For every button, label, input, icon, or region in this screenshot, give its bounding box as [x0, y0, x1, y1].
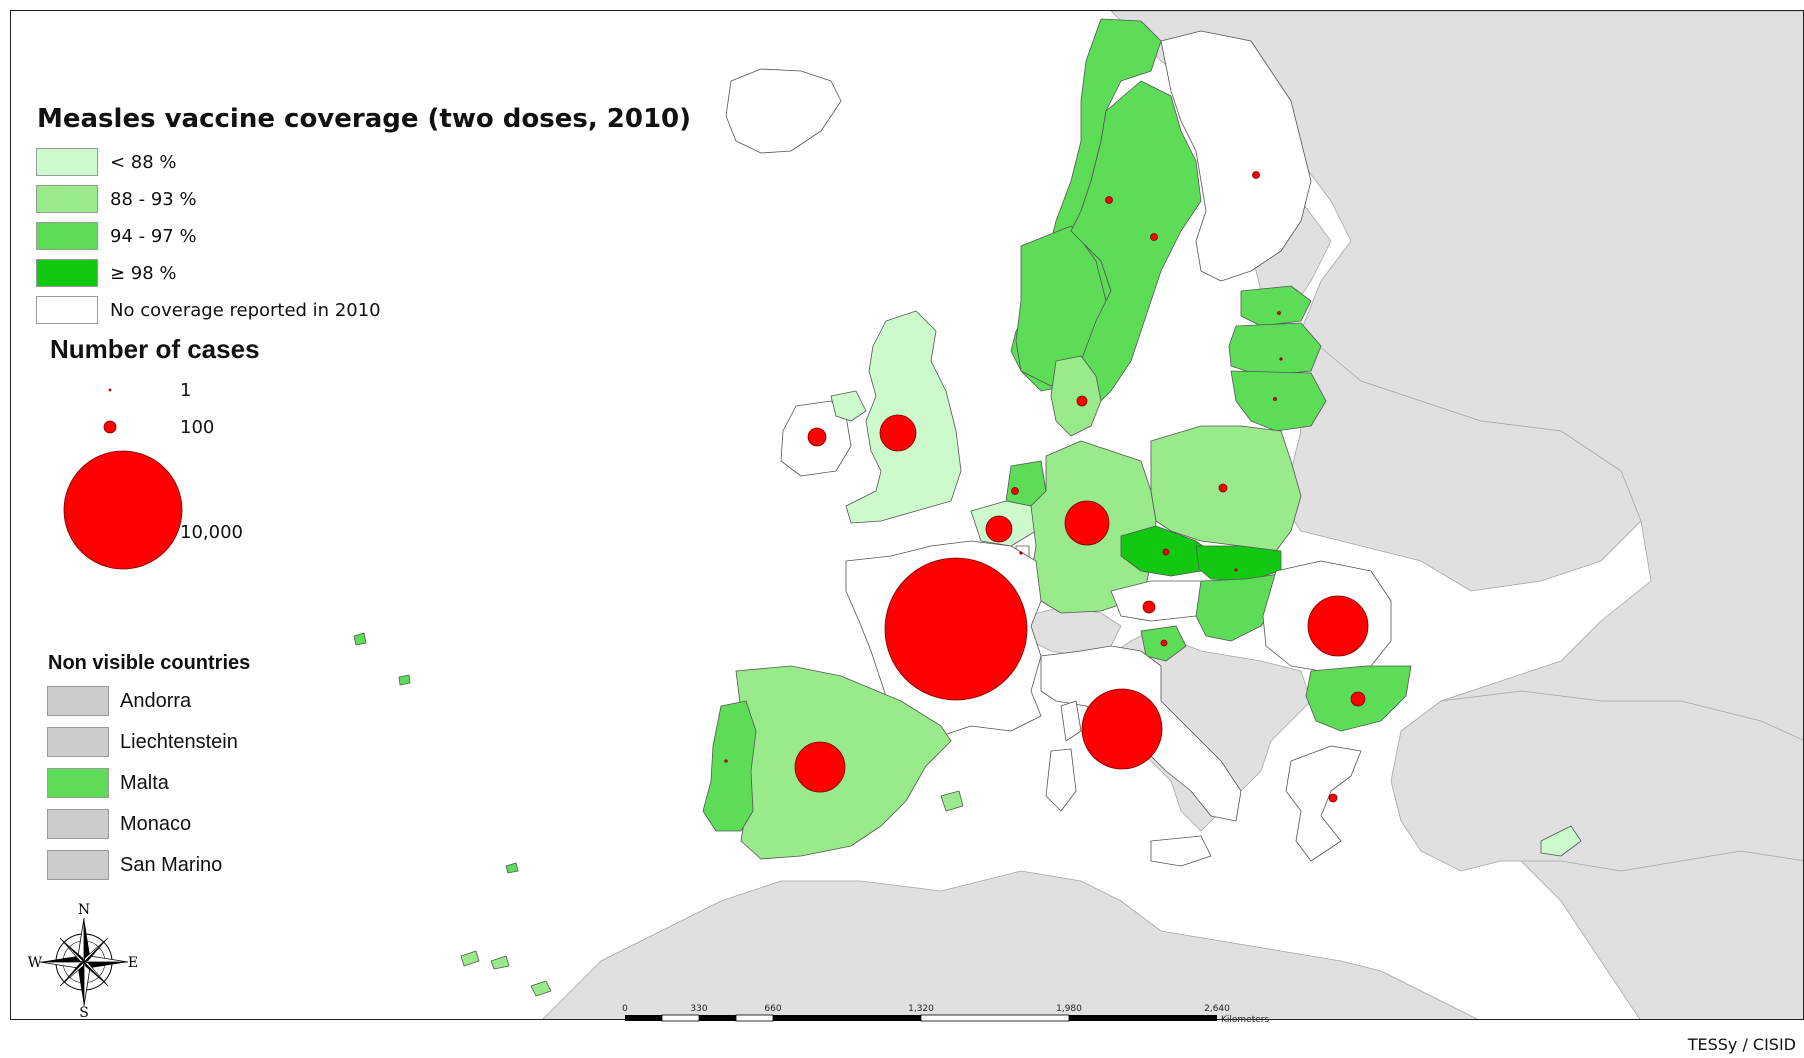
bubble-slovakia [1234, 568, 1238, 572]
non-visible-swatch [47, 850, 109, 880]
bubble-greece [1328, 793, 1338, 803]
bubble-spain [794, 741, 846, 793]
country-portugal [702, 700, 757, 832]
bubble-bulgaria [1350, 691, 1366, 707]
compass-rose-icon: N S E W [28, 902, 138, 1020]
bubble-belgium [985, 515, 1013, 543]
legend-swatch [36, 185, 98, 213]
country-lithuania [1230, 370, 1327, 432]
cases-symbol-large [63, 450, 183, 570]
case-bubbles [724, 171, 1369, 803]
bubble-luxembourg [1019, 551, 1023, 555]
cases-label-10000: 10,000 [180, 522, 243, 543]
scale-tick-1980: 1,980 [1056, 1004, 1082, 1014]
compass-e: E [128, 955, 138, 971]
island-madeira [505, 862, 519, 874]
legend-swatch [36, 259, 98, 287]
bubble-italy [1081, 688, 1163, 770]
bubble-poland [1218, 483, 1228, 493]
map-canvas [353, 11, 1803, 1019]
country-latvia [1228, 322, 1322, 377]
non-visible-label: Malta [120, 772, 169, 794]
non-visible-swatch [47, 768, 109, 798]
non-visible-label: San Marino [120, 854, 223, 876]
source-credit: TESSy / CISID [1687, 1035, 1796, 1054]
compass-n: N [78, 902, 90, 918]
scale-bar: 0 330 660 1,320 1,980 2,640 Kilometers [622, 1004, 1269, 1024]
bubble-netherlands [1011, 487, 1019, 495]
scale-unit: Kilometers [1221, 1015, 1269, 1024]
scale-tick-0: 0 [622, 1004, 628, 1014]
island-azores [353, 632, 411, 686]
cases-symbol-medium [103, 420, 117, 434]
non-visible-label: Liechtenstein [120, 731, 238, 753]
legend-swatch [36, 148, 98, 176]
map-frame [10, 10, 1804, 1020]
non-visible-label: Andorra [120, 690, 192, 712]
non-visible-swatch [47, 809, 109, 839]
bubble-austria [1142, 600, 1156, 614]
scale-tick-330: 330 [690, 1004, 707, 1014]
non-visible-swatch [47, 727, 109, 757]
country-cyprus [1540, 825, 1582, 857]
cases-legend-title: Number of cases [50, 334, 260, 364]
legend-label: 94 - 97 % [110, 226, 197, 247]
country-sicily [1150, 835, 1212, 867]
bubble-sweden [1150, 233, 1158, 241]
cases-symbol-small [108, 388, 112, 392]
non-visible-label: Monaco [120, 813, 192, 835]
bubble-lithuania [1273, 397, 1277, 401]
non-visible-swatch [47, 686, 109, 716]
island-canaries [460, 950, 552, 997]
legend-label: ≥ 98 % [110, 263, 177, 284]
scale-tick-1320: 1,320 [908, 1004, 934, 1014]
non-visible-title: Non visible countries [48, 652, 251, 674]
bubble-estonia [1279, 357, 1283, 361]
country-greece [1285, 745, 1362, 862]
legend-title: Measles vaccine coverage (two doses, 201… [37, 104, 692, 134]
bubble-czech [1162, 548, 1170, 556]
scale-tick-660: 660 [764, 1004, 781, 1014]
bubble-portugal [724, 759, 728, 763]
scale-tick-2640: 2,640 [1204, 1004, 1230, 1014]
country-sardinia [1045, 748, 1077, 812]
country-northern-ireland [830, 390, 867, 422]
bubble-germany [1064, 500, 1110, 546]
land-turkey [1390, 690, 1803, 872]
bubble-romania [1307, 595, 1369, 657]
bubble-slovenia [1160, 639, 1168, 647]
country-corsica [1060, 700, 1082, 742]
land-north-africa [542, 870, 1478, 1019]
legend-label: No coverage reported in 2010 [110, 300, 381, 321]
country-iceland [725, 68, 842, 154]
country-denmark [1050, 355, 1102, 437]
bubble-ireland [807, 427, 827, 447]
compass-s: S [79, 1005, 89, 1020]
country-estonia [1240, 285, 1312, 327]
cases-label-100: 100 [180, 417, 215, 438]
compass-w: W [28, 955, 43, 971]
legend-label: < 88 % [110, 152, 177, 173]
cases-legend-symbols [63, 388, 183, 570]
bubble-denmark [1076, 395, 1088, 407]
bubble-france [884, 557, 1028, 701]
country-hungary [1195, 572, 1287, 642]
bubble-uk [879, 414, 917, 452]
country-finland [1160, 30, 1312, 282]
country-balearic [940, 790, 964, 812]
legend-label: 88 - 93 % [110, 189, 197, 210]
legend-swatch [36, 222, 98, 250]
cases-label-1: 1 [180, 380, 192, 401]
legend-swatch [36, 296, 98, 324]
bubble-norway [1105, 196, 1113, 204]
bubble-latvia [1277, 311, 1281, 315]
bubble-finland [1252, 171, 1260, 179]
